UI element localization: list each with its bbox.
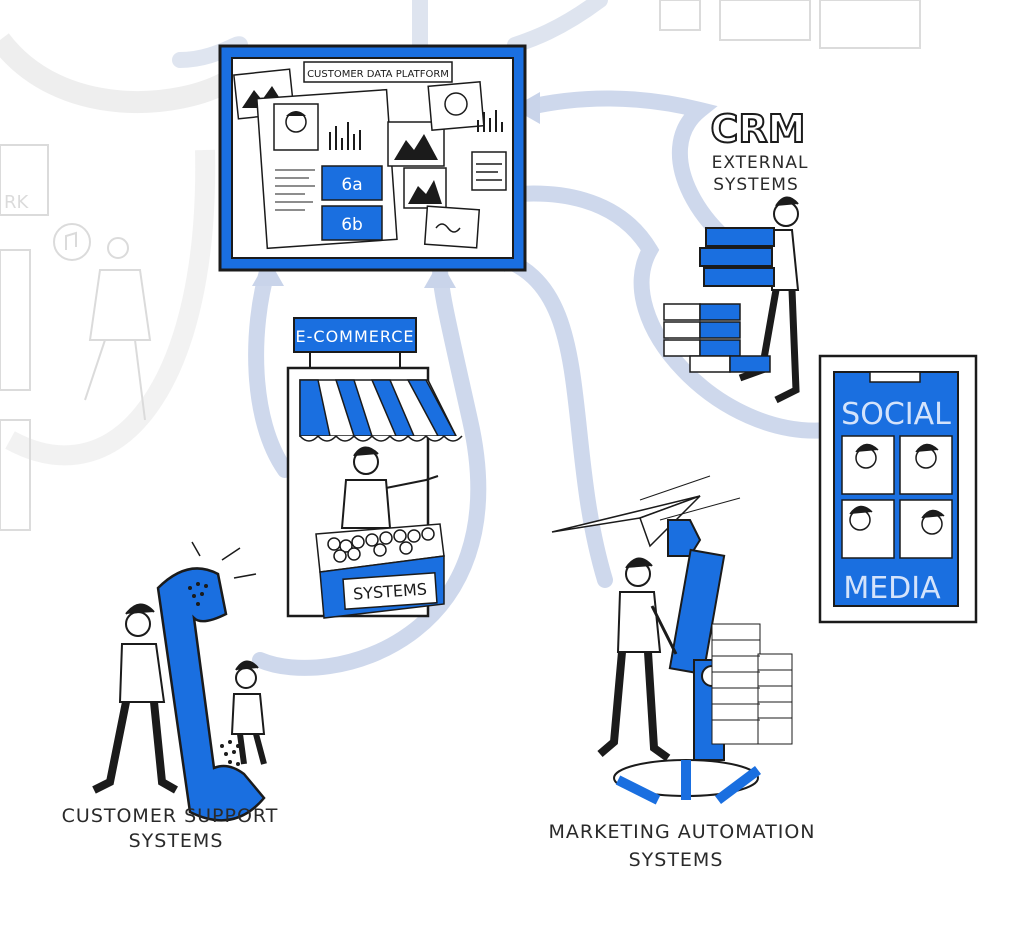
ecommerce-awning	[299, 379, 463, 442]
giant-phone-handset	[156, 541, 266, 822]
faded-top-right-machines	[659, 0, 921, 49]
support-line2: SYSTEMS	[129, 830, 224, 852]
ecommerce-counter-sign: SYSTEMS	[342, 572, 438, 610]
crm-external-systems: CRM EXTERNAL SYSTEMS	[663, 106, 809, 404]
crm-heading: CRM	[711, 107, 806, 151]
tag-6a: 6a	[321, 165, 383, 201]
faded-background-scene: RK	[0, 0, 921, 531]
support-person-small	[230, 660, 267, 765]
marketing-person	[597, 557, 678, 762]
faded-sign-label: RK	[4, 192, 30, 213]
ecommerce-sign-label: E-COMMERCE	[296, 327, 415, 346]
social-media-phone: SOCIAL MEDIA	[818, 354, 978, 624]
crm-line1: EXTERNAL	[712, 153, 809, 173]
crm-server-stack-carried	[699, 227, 775, 287]
ecommerce-sign: E-COMMERCE	[293, 317, 417, 368]
ecommerce-vendor	[340, 446, 439, 529]
social-bottom-label: MEDIA	[843, 571, 941, 606]
marketing-automation-systems: MARKETING AUTOMATION SYSTEMS	[549, 475, 816, 871]
support-person-large	[92, 603, 178, 794]
tag-6a-label: 6a	[341, 175, 362, 195]
board-title: CUSTOMER DATA PLATFORM	[307, 69, 449, 80]
arrow-marketing-to-board	[482, 247, 613, 588]
social-top-label: SOCIAL	[841, 397, 951, 432]
faded-music-bubble	[53, 223, 91, 261]
paper-stacks	[711, 623, 793, 745]
customer-data-platform-board: CUSTOMER DATA PLATFORM 6a 6b	[218, 44, 527, 272]
support-line1: CUSTOMER SUPPORT	[62, 805, 279, 827]
arrow-social-to-board	[477, 185, 836, 439]
crm-line2: SYSTEMS	[713, 175, 799, 195]
arrow-ecommerce-to-board	[248, 260, 293, 478]
robot-arm	[613, 519, 761, 805]
board-note-lines	[471, 151, 507, 191]
board-photo-charts	[387, 121, 447, 209]
arrow-top-right-to-board	[507, 0, 608, 53]
marketing-line2: SYSTEMS	[629, 849, 724, 871]
tag-6b: 6b	[321, 205, 383, 241]
faded-person	[84, 237, 152, 421]
board-title-card: CUSTOMER DATA PLATFORM	[303, 61, 453, 83]
tag-6b-label: 6b	[341, 215, 363, 235]
handset-speaker-holes	[188, 582, 208, 606]
arrow-support-to-board	[252, 260, 487, 676]
board-sticky-note	[423, 205, 481, 249]
customer-support-systems: CUSTOMER SUPPORT SYSTEMS	[62, 541, 279, 852]
crm-server-stack-floor	[663, 303, 771, 373]
social-video-tiles	[841, 435, 953, 559]
faded-sign	[0, 144, 49, 216]
board-portrait-card	[427, 81, 503, 132]
marketing-line1: MARKETING AUTOMATION	[549, 821, 816, 843]
crm-person-carrying-servers	[699, 196, 800, 404]
ecommerce-systems-stall: E-COMMERCE	[286, 317, 463, 619]
